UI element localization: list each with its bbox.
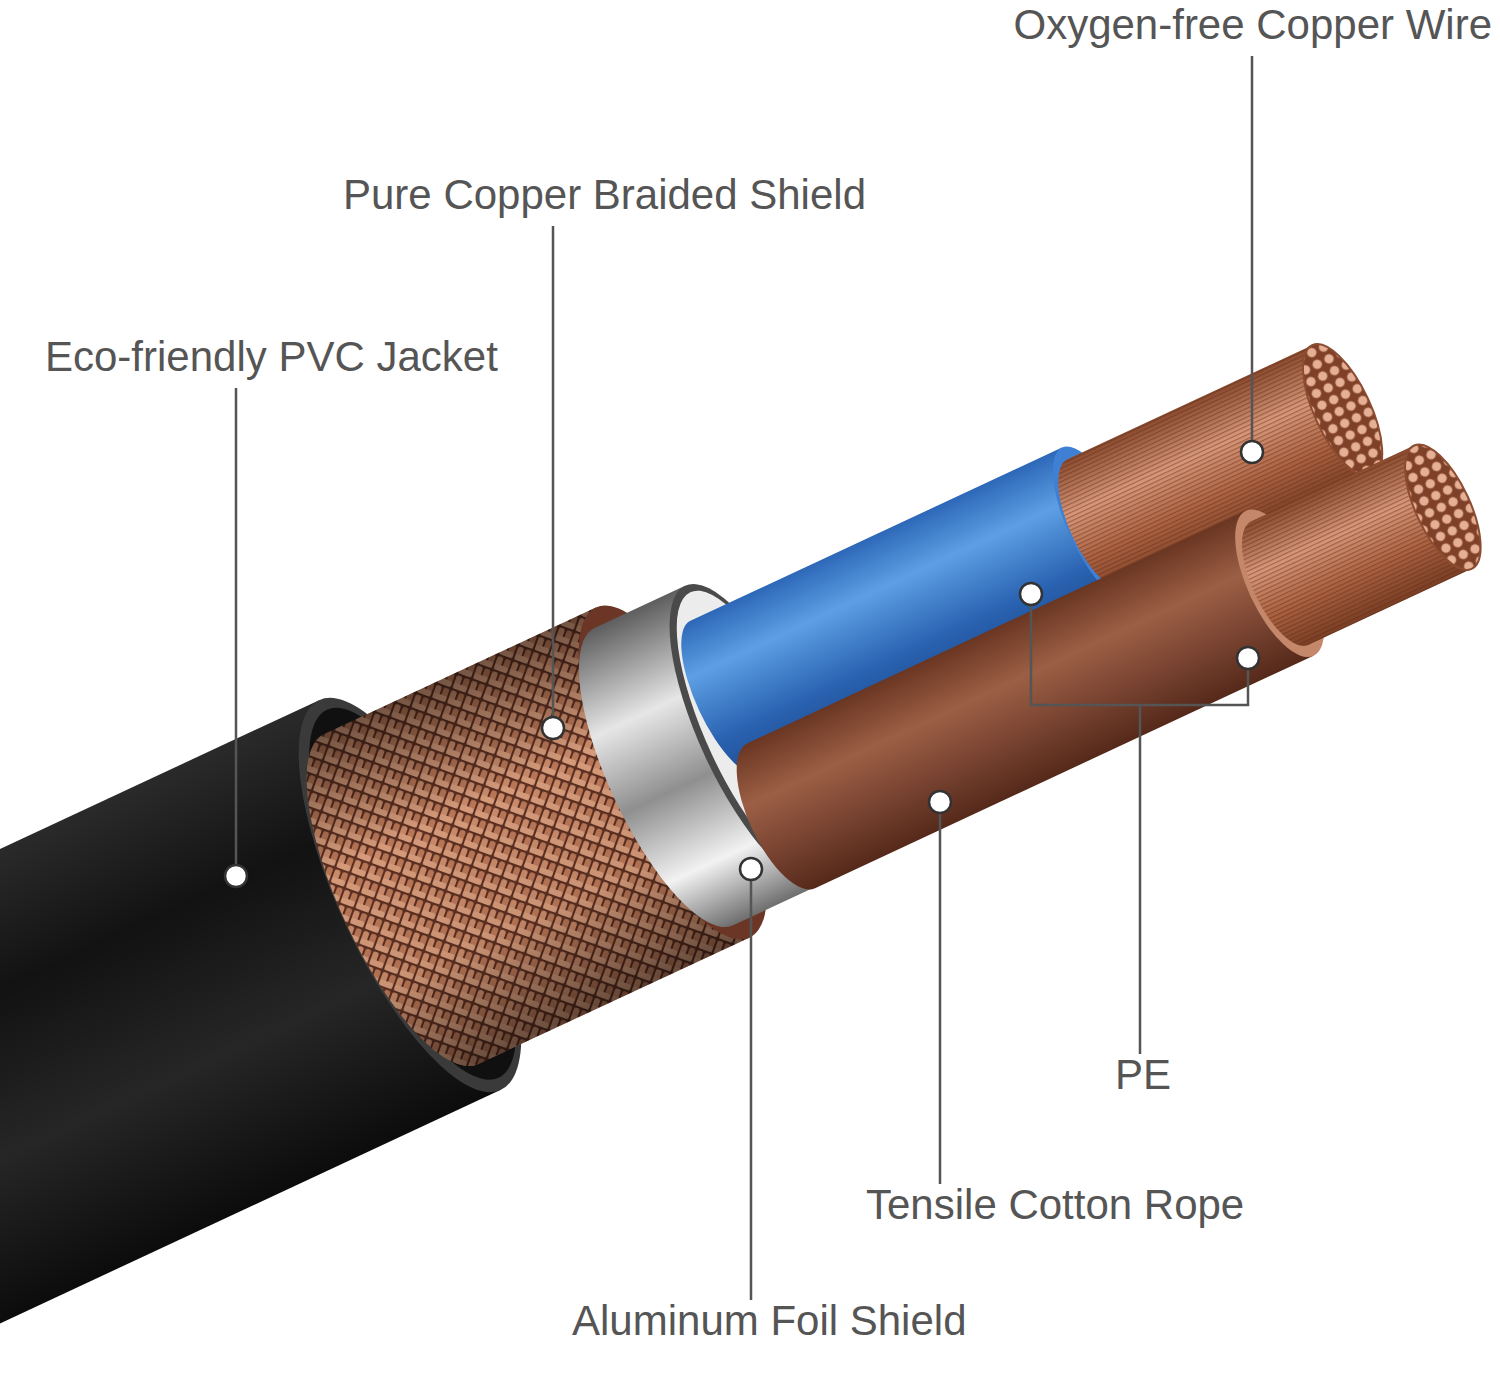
part-label: Aluminum Foil Shield	[572, 1296, 967, 1346]
leader-line	[1251, 56, 1254, 441]
leader-dot	[1241, 441, 1263, 463]
leader-line	[552, 226, 555, 717]
leader-dots	[225, 441, 1263, 887]
leader-lines	[236, 56, 1252, 1300]
brown-insulation	[718, 511, 1313, 902]
part-label: Pure Copper Braided Shield	[343, 170, 866, 220]
leader-line	[939, 813, 942, 1184]
leader-line	[235, 388, 238, 865]
part-label: Tensile Cotton Rope	[866, 1180, 1244, 1230]
copper-end	[1390, 434, 1496, 580]
leader-dot	[1237, 647, 1259, 669]
leader-line	[1139, 705, 1142, 1054]
leader-bracket	[1031, 605, 1248, 705]
leader-dot	[929, 791, 951, 813]
leader-dot	[740, 858, 762, 880]
part-label: Oxygen-free Copper Wire	[1013, 0, 1492, 50]
part-label: PE	[1115, 1050, 1171, 1100]
part-label: Eco-friendly PVC Jacket	[45, 332, 498, 382]
leader-dot	[225, 865, 247, 887]
leader-dot	[1020, 583, 1042, 605]
leader-line	[750, 880, 753, 1300]
leader-dot	[542, 717, 564, 739]
cable	[0, 224, 1500, 1382]
